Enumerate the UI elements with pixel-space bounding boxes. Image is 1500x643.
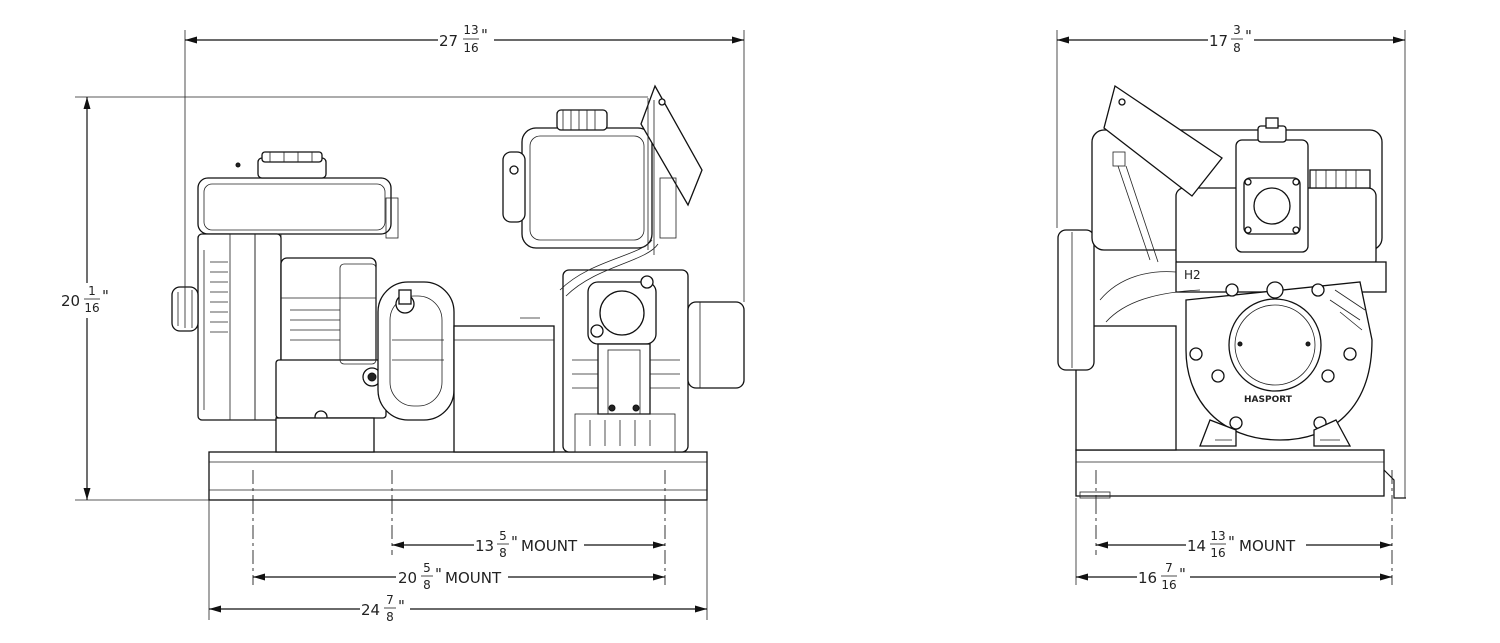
pump-assembly	[502, 84, 745, 453]
side-view: H2 HASPORT	[1057, 84, 1406, 500]
side-pump-volute: H2 HASPORT	[1099, 261, 1387, 447]
side-engine	[1091, 84, 1383, 269]
coupling-housing	[377, 281, 455, 421]
dim-text-suffix: MOUNT	[521, 537, 578, 555]
dim-front-overall-width: 27 13 16 "	[185, 23, 744, 55]
dim-text-den: 16	[84, 301, 99, 315]
dim-front-mount-inner: 13 5 8 " MOUNT	[392, 529, 665, 560]
dim-text-unit: "	[398, 597, 405, 615]
dim-front-overall-height: 20 1 16 "	[60, 97, 110, 500]
dim-text-whole: 20	[61, 292, 80, 310]
dim-text-num: 13	[463, 23, 478, 37]
dim-text-suffix: MOUNT	[1239, 537, 1296, 555]
dim-text-unit: "	[511, 533, 518, 551]
dim-text-unit: "	[1179, 565, 1186, 583]
brand-mark: HASPORT	[1244, 395, 1293, 405]
dim-text-num: 3	[1233, 23, 1241, 37]
dim-text-whole: 20	[398, 569, 417, 587]
engine-assembly	[171, 151, 399, 453]
side-base-plate	[1075, 449, 1406, 500]
dim-text-num: 5	[499, 529, 507, 543]
dim-text-unit: "	[102, 287, 109, 305]
dim-side-base-width: 16 7 16 "	[1076, 561, 1392, 592]
dim-text-den: 16	[1210, 546, 1225, 560]
dim-front-base-length: 24 7 8 "	[209, 593, 707, 624]
dim-text-num: 5	[423, 561, 431, 575]
dim-text-whole: 24	[361, 601, 380, 619]
dimension-lines	[75, 30, 1406, 620]
dim-side-overall-width: 17 3 8 "	[1057, 23, 1405, 55]
dim-text-suffix: MOUNT	[445, 569, 502, 587]
dim-text-whole: 27	[439, 32, 458, 50]
dim-text-unit: "	[435, 565, 442, 583]
dim-text-whole: 14	[1187, 537, 1206, 555]
dim-text-den: 8	[1233, 41, 1241, 55]
dim-text-den: 16	[463, 41, 478, 55]
h2-label: H2	[1184, 268, 1201, 282]
dim-front-mount-outer: 20 5 8 " MOUNT	[253, 561, 665, 592]
dim-text-unit: "	[481, 26, 488, 44]
dim-text-den: 8	[423, 578, 431, 592]
shaft-frame	[453, 317, 555, 453]
front-view	[171, 84, 745, 501]
dim-text-den: 16	[1161, 578, 1176, 592]
dim-text-whole: 13	[475, 537, 494, 555]
dim-text-den: 8	[499, 546, 507, 560]
dim-text-num: 1	[88, 284, 96, 298]
dim-text-den: 8	[386, 610, 394, 624]
side-frame	[1057, 229, 1177, 451]
dim-side-mount: 14 13 16 " MOUNT	[1096, 529, 1392, 560]
dim-text-num: 7	[1165, 561, 1173, 575]
dim-text-num: 13	[1210, 529, 1225, 543]
dim-text-unit: "	[1245, 27, 1252, 45]
dim-text-whole: 16	[1138, 569, 1157, 587]
dim-text-num: 7	[386, 593, 394, 607]
dim-text-unit: "	[1228, 533, 1235, 551]
dim-text-whole: 17	[1209, 32, 1228, 50]
front-base-plate	[208, 451, 708, 501]
